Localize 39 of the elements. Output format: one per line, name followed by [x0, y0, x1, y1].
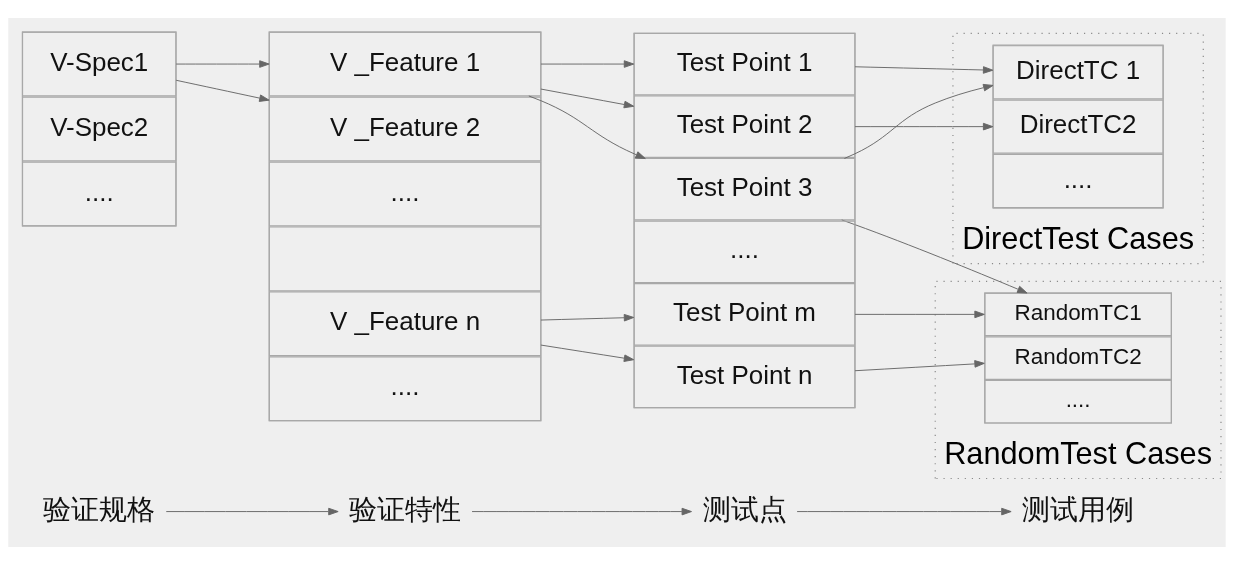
- node-box: DirectTC 1: [992, 44, 1164, 99]
- node-box: V _Feature n: [268, 290, 542, 356]
- node-box: V _Feature 1: [268, 31, 542, 97]
- arrow: [854, 122, 994, 130]
- arrow: [540, 313, 635, 321]
- arrow: [854, 65, 994, 74]
- arrow: [165, 507, 339, 515]
- arrow: [854, 310, 985, 318]
- node-box: [268, 225, 542, 291]
- node-box: V-Spec1: [21, 31, 177, 97]
- arrow: [175, 79, 270, 102]
- node-box: ....: [268, 355, 542, 421]
- node-box: V _Feature 2: [268, 96, 542, 161]
- node-box: RandomTC1: [984, 292, 1172, 336]
- node-box: Test Point 1: [633, 32, 856, 95]
- node-box: ....: [268, 160, 542, 226]
- node-box: ....: [633, 220, 856, 283]
- arrow: [528, 95, 646, 159]
- node-box: Test Point 3: [633, 157, 856, 220]
- arrow: [843, 83, 994, 159]
- node-text: 测试点: [702, 492, 787, 525]
- node-box: ....: [992, 153, 1164, 208]
- arrow: [540, 88, 635, 108]
- arrow: [796, 507, 1012, 515]
- node-text: 验证特性: [349, 492, 462, 525]
- node-box: DirectTC2: [992, 98, 1164, 154]
- arrow: [540, 59, 635, 68]
- arrow: [471, 507, 692, 515]
- arrow: [175, 59, 270, 68]
- node-box: ....: [984, 379, 1172, 424]
- node-box: ....: [21, 160, 177, 226]
- arrow: [854, 359, 985, 371]
- node-box: RandomTC2: [984, 335, 1172, 380]
- node-text: 验证规格: [43, 492, 156, 525]
- node-box: Test Point n: [633, 345, 856, 408]
- arrow: [540, 344, 635, 362]
- node-text: 测试用例: [1022, 492, 1135, 525]
- node-box: Test Point m: [633, 282, 856, 346]
- node-box: V-Spec2: [21, 96, 177, 161]
